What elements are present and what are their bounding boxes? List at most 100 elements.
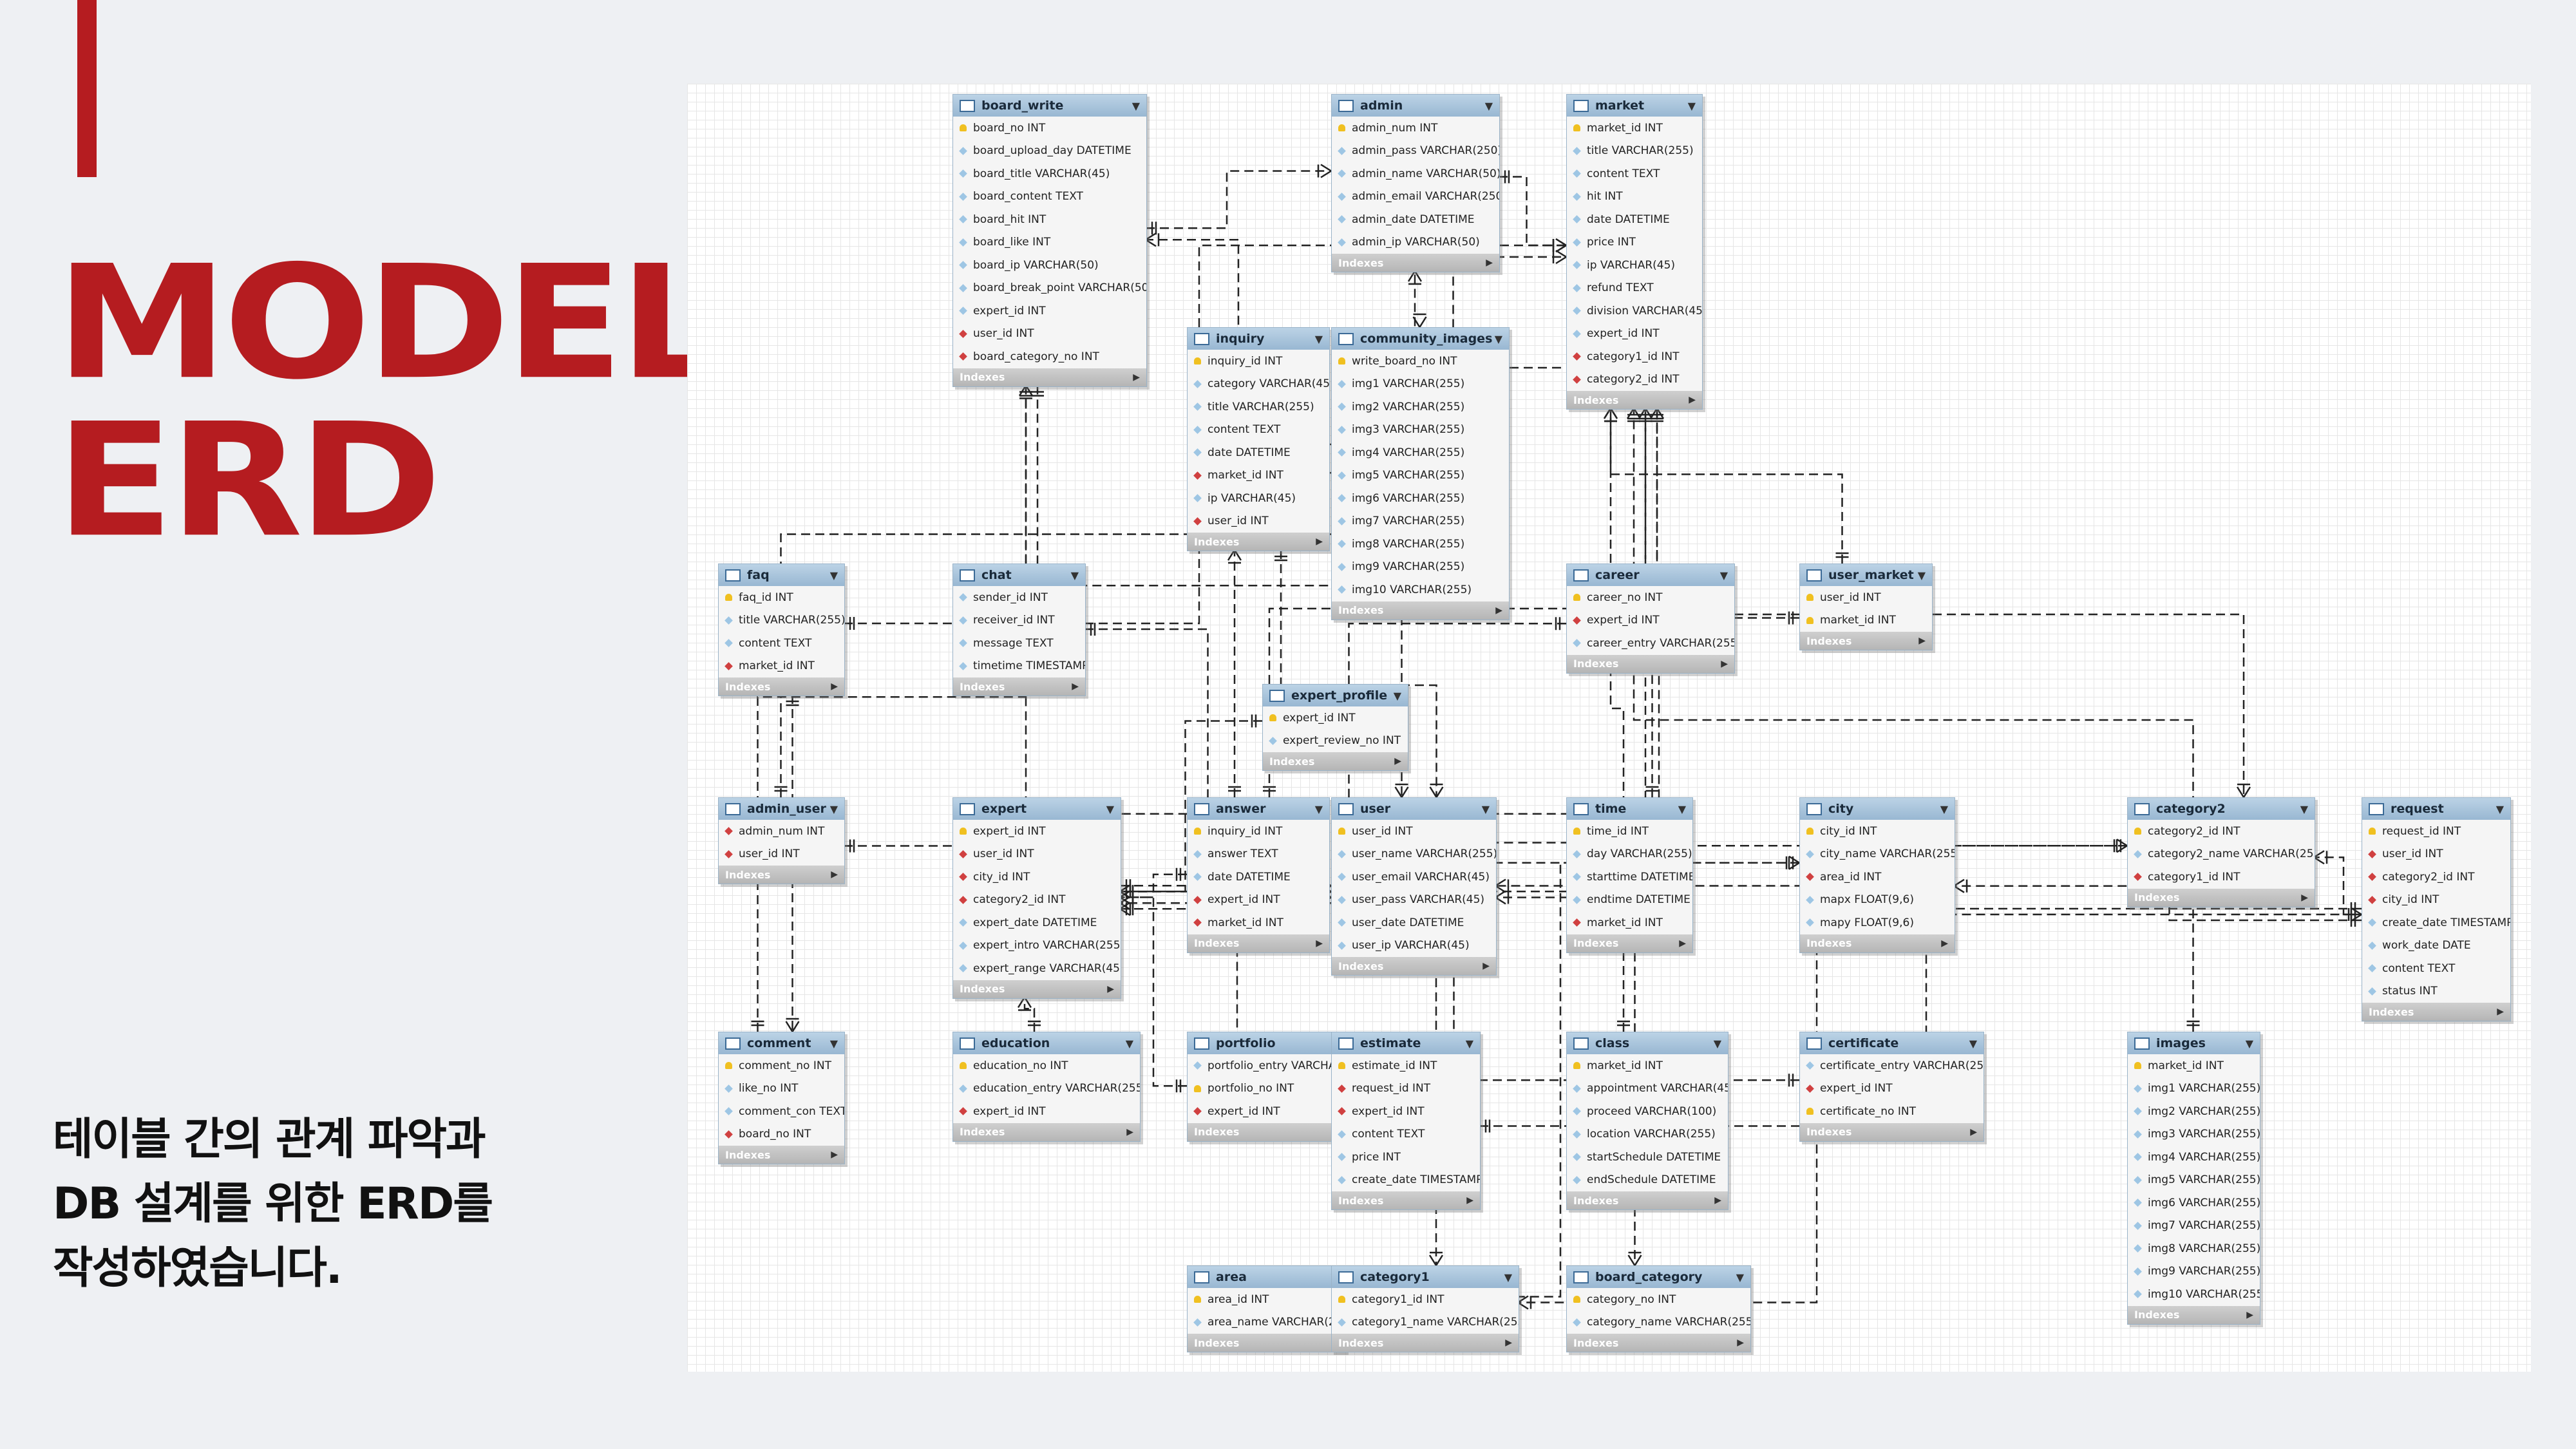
table-column[interactable]: day VARCHAR(255) bbox=[1567, 843, 1692, 866]
table-column[interactable]: create_date TIMESTAMP bbox=[2362, 911, 2510, 934]
table-column[interactable]: board_content TEXT bbox=[953, 185, 1146, 209]
indexes-footer[interactable]: Indexes▶ bbox=[1332, 957, 1496, 975]
indexes-footer[interactable]: Indexes▶ bbox=[719, 866, 844, 884]
table-header[interactable]: area▼ bbox=[1188, 1266, 1345, 1288]
chevron-down-icon[interactable]: ▼ bbox=[1125, 1037, 1133, 1050]
table-column[interactable]: receiver_id INT bbox=[953, 609, 1085, 632]
table-header[interactable]: career▼ bbox=[1567, 564, 1734, 586]
indexes-footer[interactable]: Indexes▶ bbox=[1188, 1334, 1345, 1352]
table-column[interactable]: board_no INT bbox=[953, 117, 1146, 140]
table-column[interactable]: user_id INT bbox=[1800, 586, 1932, 609]
table-column[interactable]: expert_intro VARCHAR(255) bbox=[953, 934, 1121, 958]
table-column[interactable]: category1_id INT bbox=[2128, 866, 2315, 889]
table-column[interactable]: comment_con TEXT bbox=[719, 1100, 844, 1123]
table-column[interactable]: content TEXT bbox=[719, 632, 844, 655]
indexes-footer[interactable]: Indexes▶ bbox=[1332, 254, 1499, 272]
chevron-down-icon[interactable]: ▼ bbox=[1393, 689, 1401, 702]
indexes-footer[interactable]: Indexes▶ bbox=[1188, 533, 1329, 551]
table-column[interactable]: timetime TIMESTAMP bbox=[953, 655, 1085, 678]
table-column[interactable]: img3 VARCHAR(255) bbox=[1332, 419, 1509, 442]
table-header[interactable]: time▼ bbox=[1567, 798, 1692, 820]
chevron-down-icon[interactable]: ▼ bbox=[1917, 569, 1926, 582]
table-column[interactable]: area_id INT bbox=[1800, 866, 1955, 889]
chevron-down-icon[interactable]: ▼ bbox=[1484, 99, 1493, 112]
indexes-footer[interactable]: Indexes▶ bbox=[1800, 934, 1955, 952]
table-column[interactable]: write_board_no INT bbox=[1332, 350, 1509, 373]
table-column[interactable]: img10 VARCHAR(255) bbox=[1332, 578, 1509, 601]
table-column[interactable]: board_category_no INT bbox=[953, 345, 1146, 368]
indexes-footer[interactable]: Indexes▶ bbox=[1332, 601, 1509, 620]
table-header[interactable]: board_category▼ bbox=[1567, 1266, 1750, 1288]
chevron-down-icon[interactable]: ▼ bbox=[1713, 1037, 1721, 1050]
indexes-footer[interactable]: Indexes▶ bbox=[1332, 1334, 1519, 1352]
table-header[interactable]: category2▼ bbox=[2128, 798, 2315, 820]
table-column[interactable]: city_name VARCHAR(255) bbox=[1800, 843, 1955, 866]
table-column[interactable]: market_id INT bbox=[1567, 911, 1692, 934]
table-column[interactable]: category1_id INT bbox=[1567, 345, 1702, 368]
table-header[interactable]: class▼ bbox=[1567, 1032, 1728, 1054]
table-column[interactable]: message TEXT bbox=[953, 632, 1085, 655]
chevron-down-icon[interactable]: ▼ bbox=[1465, 1037, 1473, 1050]
table-header[interactable]: user_market▼ bbox=[1800, 564, 1932, 586]
table-column[interactable]: hit INT bbox=[1567, 185, 1702, 209]
table-column[interactable]: price INT bbox=[1567, 231, 1702, 254]
table-column[interactable]: user_name VARCHAR(255) bbox=[1332, 843, 1496, 866]
table-column[interactable]: user_date DATETIME bbox=[1332, 911, 1496, 934]
table-column[interactable]: expert_range VARCHAR(45) bbox=[953, 957, 1121, 980]
table-column[interactable]: content TEXT bbox=[1567, 162, 1702, 185]
indexes-footer[interactable]: Indexes▶ bbox=[1567, 934, 1692, 952]
table-column[interactable]: content TEXT bbox=[1332, 1123, 1480, 1146]
chevron-down-icon[interactable]: ▼ bbox=[2245, 1037, 2253, 1050]
table-column[interactable]: price INT bbox=[1332, 1146, 1480, 1169]
table-column[interactable]: img8 VARCHAR(255) bbox=[2128, 1237, 2260, 1260]
table-header[interactable]: estimate▼ bbox=[1332, 1032, 1480, 1054]
table-column[interactable]: board_break_point VARCHAR(50) bbox=[953, 277, 1146, 300]
table-column[interactable]: img4 VARCHAR(255) bbox=[2128, 1146, 2260, 1169]
indexes-footer[interactable]: Indexes▶ bbox=[1332, 1191, 1480, 1209]
table-column[interactable]: like_no INT bbox=[719, 1077, 844, 1101]
table-column[interactable]: category2_name VARCHAR(255) bbox=[2128, 843, 2315, 866]
table-column[interactable]: board_ip VARCHAR(50) bbox=[953, 254, 1146, 277]
table-column[interactable]: market_id INT bbox=[1188, 464, 1329, 488]
table-column[interactable]: category2_id INT bbox=[2362, 866, 2510, 889]
chevron-down-icon[interactable]: ▼ bbox=[1719, 569, 1728, 582]
table-column[interactable]: expert_id INT bbox=[1263, 706, 1408, 730]
table-column[interactable]: work_date DATE bbox=[2362, 934, 2510, 958]
table-header[interactable]: certificate▼ bbox=[1800, 1032, 1984, 1054]
table-column[interactable]: category2_id INT bbox=[953, 889, 1121, 912]
table-column[interactable]: img8 VARCHAR(255) bbox=[1332, 533, 1509, 556]
table-column[interactable]: img2 VARCHAR(255) bbox=[2128, 1100, 2260, 1123]
table-column[interactable]: market_id INT bbox=[1567, 1054, 1728, 1077]
indexes-footer[interactable]: Indexes▶ bbox=[1800, 632, 1932, 650]
table-column[interactable]: faq_id INT bbox=[719, 586, 844, 609]
table-column[interactable]: date DATETIME bbox=[1567, 208, 1702, 231]
table-header[interactable]: market▼ bbox=[1567, 95, 1702, 117]
indexes-footer[interactable]: Indexes▶ bbox=[1188, 934, 1329, 952]
table-column[interactable]: img7 VARCHAR(255) bbox=[1332, 510, 1509, 533]
table-column[interactable]: img2 VARCHAR(255) bbox=[1332, 395, 1509, 419]
table-column[interactable]: admin_num INT bbox=[1332, 117, 1499, 140]
table-header[interactable]: request▼ bbox=[2362, 798, 2510, 820]
table-column[interactable]: board_upload_day DATETIME bbox=[953, 140, 1146, 163]
table-column[interactable]: board_hit INT bbox=[953, 208, 1146, 231]
table-column[interactable]: education_entry VARCHAR(255) bbox=[953, 1077, 1140, 1101]
indexes-footer[interactable]: Indexes▶ bbox=[953, 1122, 1140, 1141]
table-column[interactable]: portfolio_no INT bbox=[1188, 1077, 1365, 1101]
table-column[interactable]: endtime DATETIME bbox=[1567, 889, 1692, 912]
chevron-down-icon[interactable]: ▼ bbox=[1687, 99, 1696, 112]
table-column[interactable]: category1_id INT bbox=[1332, 1288, 1519, 1311]
indexes-footer[interactable]: Indexes▶ bbox=[2128, 888, 2315, 907]
table-column[interactable]: category VARCHAR(45) bbox=[1188, 373, 1329, 396]
